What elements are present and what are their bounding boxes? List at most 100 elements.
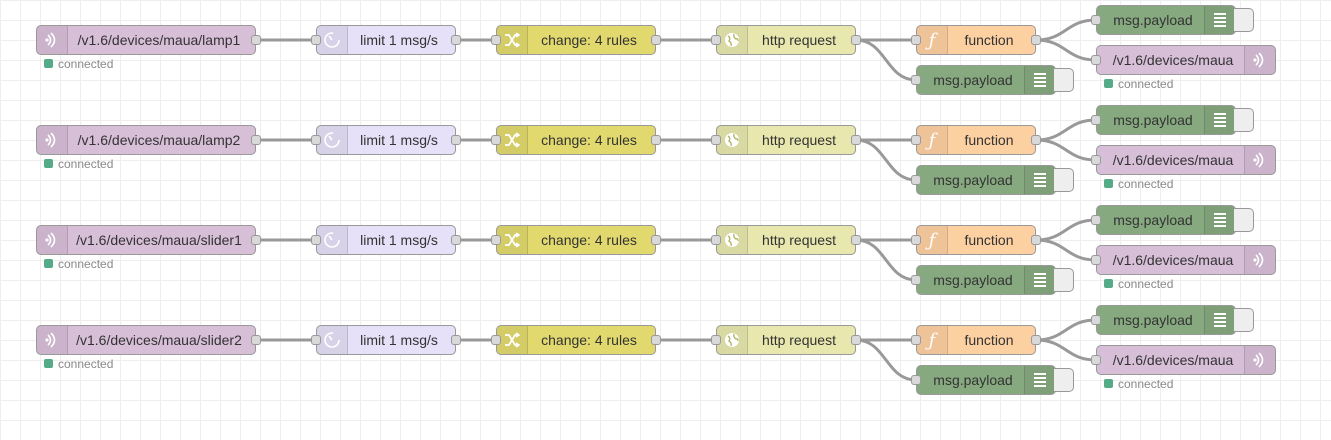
output-port[interactable] bbox=[251, 335, 261, 345]
mqtt-in-node[interactable]: /v1.6/devices/maua/lamp2 bbox=[36, 125, 256, 155]
debug-toggle-button[interactable] bbox=[1234, 8, 1254, 32]
input-port[interactable] bbox=[1091, 355, 1101, 365]
output-port[interactable] bbox=[1031, 235, 1041, 245]
output-port[interactable] bbox=[451, 35, 461, 45]
output-port[interactable] bbox=[251, 235, 261, 245]
debug-node[interactable]: msg.payload bbox=[1096, 205, 1236, 235]
output-port[interactable] bbox=[1031, 335, 1041, 345]
output-port[interactable] bbox=[851, 235, 861, 245]
wire[interactable] bbox=[1035, 118, 1097, 142]
output-port[interactable] bbox=[451, 235, 461, 245]
mqtt-in-node[interactable]: /v1.6/devices/maua/lamp1 bbox=[36, 25, 256, 55]
delay-node[interactable]: limit 1 msg/s bbox=[316, 25, 456, 55]
debug-node[interactable]: msg.payload bbox=[1096, 105, 1236, 135]
debug-toggle-button[interactable] bbox=[1234, 308, 1254, 332]
input-port[interactable] bbox=[311, 335, 321, 345]
mqtt-out-node[interactable]: /v1.6/devices/maua bbox=[1096, 345, 1276, 375]
http-request-node[interactable]: http request bbox=[716, 25, 856, 55]
output-port[interactable] bbox=[651, 335, 661, 345]
input-port[interactable] bbox=[711, 335, 721, 345]
input-port[interactable] bbox=[1091, 215, 1101, 225]
input-port[interactable] bbox=[1091, 15, 1101, 25]
input-port[interactable] bbox=[1091, 255, 1101, 265]
input-port[interactable] bbox=[911, 335, 921, 345]
debug-toggle-button[interactable] bbox=[1054, 368, 1074, 392]
change-node[interactable]: change: 4 rules bbox=[496, 125, 656, 155]
output-port[interactable] bbox=[251, 135, 261, 145]
output-port[interactable] bbox=[651, 235, 661, 245]
wire[interactable] bbox=[855, 138, 917, 182]
debug-node[interactable]: msg.payload bbox=[1096, 305, 1236, 335]
debug-node[interactable]: msg.payload bbox=[916, 65, 1056, 95]
input-port[interactable] bbox=[911, 135, 921, 145]
change-node[interactable]: change: 4 rules bbox=[496, 25, 656, 55]
http-request-node[interactable]: http request bbox=[716, 325, 856, 355]
input-port[interactable] bbox=[1091, 115, 1101, 125]
input-port[interactable] bbox=[911, 75, 921, 85]
input-port[interactable] bbox=[1091, 55, 1101, 65]
debug-toggle-button[interactable] bbox=[1054, 168, 1074, 192]
debug-toggle-button[interactable] bbox=[1234, 108, 1254, 132]
wire[interactable] bbox=[1035, 218, 1097, 242]
debug-node[interactable]: msg.payload bbox=[916, 365, 1056, 395]
wire[interactable] bbox=[855, 238, 917, 282]
input-port[interactable] bbox=[911, 275, 921, 285]
output-port[interactable] bbox=[451, 335, 461, 345]
input-port[interactable] bbox=[711, 235, 721, 245]
input-port[interactable] bbox=[911, 175, 921, 185]
change-node[interactable]: change: 4 rules bbox=[496, 325, 656, 355]
input-port[interactable] bbox=[911, 35, 921, 45]
delay-node[interactable]: limit 1 msg/s bbox=[316, 325, 456, 355]
wire[interactable] bbox=[1035, 18, 1097, 42]
mqtt-in-node[interactable]: /v1.6/devices/maua/slider1 bbox=[36, 225, 256, 255]
output-port[interactable] bbox=[651, 135, 661, 145]
output-port[interactable] bbox=[851, 335, 861, 345]
debug-node[interactable]: msg.payload bbox=[1096, 5, 1236, 35]
wire[interactable] bbox=[1035, 38, 1097, 62]
mqtt-out-node[interactable]: /v1.6/devices/maua bbox=[1096, 245, 1276, 275]
input-port[interactable] bbox=[311, 235, 321, 245]
debug-node[interactable]: msg.payload bbox=[916, 265, 1056, 295]
input-port[interactable] bbox=[311, 135, 321, 145]
input-port[interactable] bbox=[711, 135, 721, 145]
wire[interactable] bbox=[855, 38, 917, 82]
input-port[interactable] bbox=[911, 375, 921, 385]
delay-node[interactable]: limit 1 msg/s bbox=[316, 125, 456, 155]
input-port[interactable] bbox=[1091, 155, 1101, 165]
delay-node[interactable]: limit 1 msg/s bbox=[316, 225, 456, 255]
output-port[interactable] bbox=[851, 35, 861, 45]
wire[interactable] bbox=[1035, 338, 1097, 362]
input-port[interactable] bbox=[491, 235, 501, 245]
mqtt-in-node[interactable]: /v1.6/devices/maua/slider2 bbox=[36, 325, 256, 355]
debug-toggle-button[interactable] bbox=[1054, 268, 1074, 292]
input-port[interactable] bbox=[711, 35, 721, 45]
debug-toggle-button[interactable] bbox=[1054, 68, 1074, 92]
wire[interactable] bbox=[1035, 318, 1097, 342]
change-node[interactable]: change: 4 rules bbox=[496, 225, 656, 255]
mqtt-out-node[interactable]: /v1.6/devices/maua bbox=[1096, 145, 1276, 175]
http-request-node[interactable]: http request bbox=[716, 225, 856, 255]
output-port[interactable] bbox=[251, 35, 261, 45]
http-request-node[interactable]: http request bbox=[716, 125, 856, 155]
input-port[interactable] bbox=[491, 35, 501, 45]
wire[interactable] bbox=[855, 338, 917, 382]
output-port[interactable] bbox=[851, 135, 861, 145]
input-port[interactable] bbox=[911, 235, 921, 245]
wire[interactable] bbox=[1035, 138, 1097, 162]
wire[interactable] bbox=[1035, 238, 1097, 262]
output-port[interactable] bbox=[1031, 135, 1041, 145]
mqtt-out-node[interactable]: /v1.6/devices/maua bbox=[1096, 45, 1276, 75]
input-port[interactable] bbox=[1091, 315, 1101, 325]
output-port[interactable] bbox=[651, 35, 661, 45]
output-port[interactable] bbox=[451, 135, 461, 145]
input-port[interactable] bbox=[311, 35, 321, 45]
input-port[interactable] bbox=[491, 335, 501, 345]
debug-node[interactable]: msg.payload bbox=[916, 165, 1056, 195]
input-port[interactable] bbox=[491, 135, 501, 145]
debug-toggle-button[interactable] bbox=[1234, 208, 1254, 232]
output-port[interactable] bbox=[1031, 35, 1041, 45]
